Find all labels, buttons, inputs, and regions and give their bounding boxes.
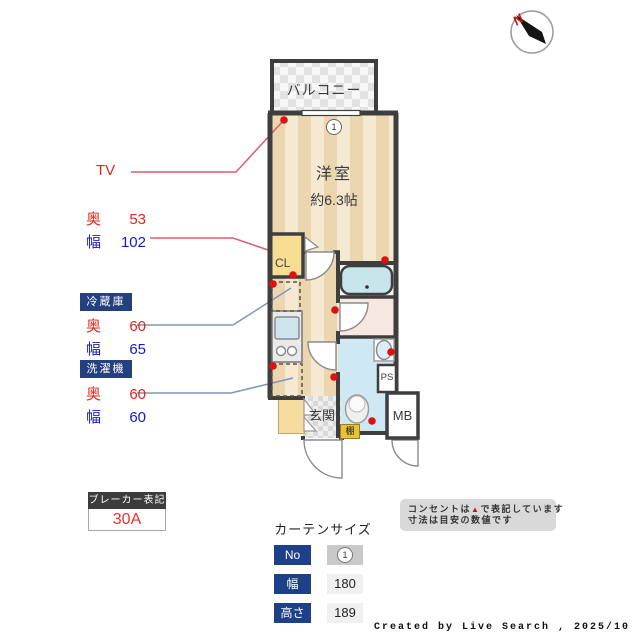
fridge-width-label: 幅: [86, 341, 102, 358]
outlet-marker: [269, 280, 277, 288]
fridge-badge: 冷蔵庫: [80, 293, 132, 311]
outlet-marker: [269, 362, 277, 370]
balcony-floor: [272, 59, 376, 111]
closet-depth-value: 53: [129, 211, 146, 228]
shoe-cabinet-doors: [303, 397, 318, 432]
room-label: 洋室: [315, 166, 352, 183]
closet-label: CL: [275, 256, 291, 270]
outlet-marker: [381, 256, 389, 264]
compass-icon: N: [510, 10, 554, 54]
fridge-depth-label: 奥: [86, 318, 102, 335]
closet-dims: 奥 53 幅 102: [86, 208, 146, 254]
closet-width-label: 幅: [86, 234, 102, 251]
meter-box: [385, 391, 420, 440]
outlet-triangle-icon: ▲: [471, 505, 481, 514]
stove-burner: [286, 345, 298, 357]
balcony-wall: [270, 59, 378, 112]
washer-width-label: 幅: [86, 409, 102, 426]
breaker-box: ブレーカー表記 30A: [88, 492, 166, 531]
washroom-door-arc: [339, 302, 369, 332]
balcony-label: バルコニー: [286, 82, 362, 98]
closet-width-value: 102: [120, 234, 146, 251]
note-line1-before: コンセントは: [408, 504, 472, 514]
bathroom-door-arc: [307, 341, 337, 371]
outlet-marker: [289, 271, 297, 279]
shelf-label: 棚: [340, 424, 360, 439]
breaker-value: 30A: [112, 511, 142, 528]
outlet-marker: [331, 306, 339, 314]
curtain-no-label: No: [274, 545, 311, 565]
pipe-space-label: PS: [380, 372, 394, 383]
room-door-arc: [305, 251, 335, 281]
washer-width-value: 60: [129, 409, 146, 426]
note-box: コンセントは▲で表記しています 寸法は目安の数値です: [400, 499, 563, 531]
meter-box-label: MB: [392, 408, 413, 423]
curtain-title: カーテンサイズ: [274, 522, 372, 537]
entrance-door-arc: [303, 439, 343, 479]
outlet-marker: [280, 116, 288, 124]
fridge-dims: 奥 60 幅 65: [86, 315, 146, 361]
washer-depth-value: 60: [129, 386, 146, 403]
curtain-no-circle: 1: [337, 547, 353, 563]
curtain-height-value: 189: [327, 603, 363, 623]
credit-text: Created by Live Search , 2025/10: [373, 622, 630, 633]
outlet-markers: [269, 116, 395, 425]
closet-fold-door: [304, 235, 320, 252]
note-line1-after: で表記しています: [480, 504, 565, 514]
outlet-marker: [330, 373, 338, 381]
room-size-label: 約6.3帖: [310, 192, 358, 208]
closet-leader-line: [150, 237, 272, 252]
outlet-marker: [368, 417, 376, 425]
washer-depth-label: 奥: [86, 386, 102, 403]
closet-wall: [270, 232, 305, 279]
fridge-width-value: 65: [129, 341, 146, 358]
curtain-table: No 1 幅 180 高さ 189: [274, 545, 364, 625]
fridge-depth-value: 60: [129, 318, 146, 335]
note-line2: 寸法は目安の数値です: [408, 515, 514, 525]
toilet-lid: [348, 395, 366, 413]
meter-box-door-arc: [391, 439, 419, 467]
window-number-badge: 1: [326, 119, 342, 135]
bathtub: [339, 264, 394, 296]
curtain-no-value: 1: [327, 545, 363, 565]
entrance-label: 玄関: [308, 408, 335, 423]
stove-burner: [275, 345, 287, 357]
kitchen-sink: [274, 316, 300, 340]
breaker-title: ブレーカー表記: [88, 492, 166, 509]
curtain-width-value: 180: [327, 574, 363, 594]
outlet-marker: [387, 348, 395, 356]
washer-dims: 奥 60 幅 60: [86, 383, 146, 429]
washer-outline: [271, 363, 303, 397]
closet-depth-label: 奥: [86, 211, 102, 228]
closet-floor: [270, 236, 303, 277]
bathtub-drain: [365, 285, 369, 289]
curtain-width-label: 幅: [274, 574, 311, 594]
shoe-cabinet: [278, 398, 305, 434]
tv-label: TV: [96, 162, 116, 179]
curtain-height-label: 高さ: [274, 603, 311, 623]
note-line1: コンセントは▲で表記しています: [408, 504, 563, 515]
washer-badge: 洗濯機: [80, 360, 132, 378]
window: [301, 109, 361, 117]
fridge-outline: [271, 281, 301, 312]
tv-leader-line: [131, 120, 284, 173]
